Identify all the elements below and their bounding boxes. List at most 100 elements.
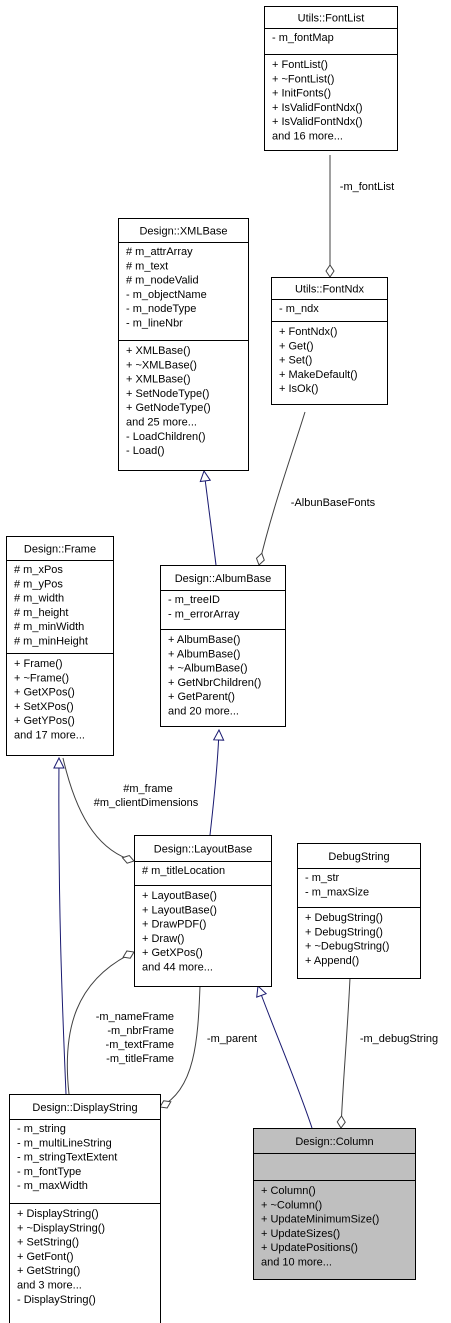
class-fontlist[interactable]: Utils::FontList- m_fontMap+ FontList()+ … (264, 6, 398, 151)
class-method: + FontList() (272, 59, 328, 71)
edge-layoutbase-inherits-frame (59, 758, 67, 1095)
class-method: + SetNodeType() (126, 388, 209, 400)
class-box (6, 536, 114, 756)
class-frame[interactable]: Design::Frame# m_xPos# m_yPos# m_width# … (6, 536, 114, 756)
class-column[interactable]: Design::Column+ Column()+ ~Column()+ Upd… (253, 1128, 416, 1280)
class-method: + Append() (305, 955, 359, 967)
class-attribute: # m_attrArray (126, 246, 193, 258)
class-debugstring[interactable]: DebugString- m_str- m_maxSize+ DebugStri… (297, 843, 421, 979)
edge-label-nbrframe: -m_nbrFrame (107, 1025, 174, 1037)
class-attribute: # m_text (126, 260, 168, 272)
class-method: + FontNdx() (279, 326, 337, 338)
class-method: + LayoutBase() (142, 890, 217, 902)
class-method: + ~Frame() (14, 672, 69, 684)
class-method: + GetFont() (17, 1251, 74, 1263)
class-box (264, 6, 398, 151)
edge-label-textframe: -m_textFrame (106, 1039, 174, 1051)
edge-label-parent: -m_parent (207, 1033, 257, 1045)
edge-fontndx-to-albumbase (255, 411, 306, 566)
class-attribute: - m_str (305, 872, 340, 884)
class-method: and 16 more... (272, 131, 343, 143)
class-xmlbase[interactable]: Design::XMLBase# m_attrArray# m_text# m_… (118, 218, 249, 471)
class-method: + Set() (279, 355, 312, 367)
edge-label-titleframe: -m_titleFrame (106, 1053, 174, 1065)
edge-layoutbase-inherits-albumbase (209, 730, 219, 836)
class-title: Design::XMLBase (139, 226, 227, 238)
class-method: + GetString() (17, 1265, 80, 1277)
class-method: + LayoutBase() (142, 904, 217, 916)
class-box (9, 1094, 161, 1323)
edge-frame-to-layoutbase (62, 757, 135, 864)
edge-labels: -m_fontList -AlbunBaseFonts #m_frame #m_… (94, 181, 438, 1065)
class-attribute: - m_lineNbr (126, 318, 183, 330)
class-attribute: # m_xPos (14, 564, 63, 576)
class-attribute: - m_multiLineString (17, 1137, 112, 1149)
class-method: + ~FontList() (272, 73, 334, 85)
class-title: Design::LayoutBase (154, 844, 252, 856)
class-box (118, 218, 249, 471)
class-title: Design::DisplayString (32, 1102, 137, 1114)
class-attribute: # m_nodeValid (126, 275, 199, 287)
edge-label-fontlist: -m_fontList (340, 181, 394, 193)
class-method: + UpdateMinimumSize() (261, 1214, 379, 1226)
edge-albumbase-inherits-xmlbase (204, 471, 217, 566)
class-method: + GetNodeType() (126, 402, 211, 414)
edge-label-frame: #m_frame (123, 783, 173, 795)
class-albumbase[interactable]: Design::AlbumBase- m_treeID- m_errorArra… (160, 565, 286, 727)
class-displaystring[interactable]: Design::DisplayString- m_string- m_multi… (9, 1094, 161, 1323)
class-method: + SetXPos() (14, 701, 74, 713)
class-attribute: # m_titleLocation (142, 865, 225, 877)
class-title: Utils::FontList (298, 13, 365, 25)
class-method: + IsOk() (279, 383, 318, 395)
class-method: and 3 more... (17, 1280, 82, 1292)
edge-debugstring-to-column (336, 977, 351, 1129)
class-title: Design::Column (295, 1136, 373, 1148)
edge-column-inherits-layoutbase (258, 986, 313, 1129)
edge-displaystring-to-layoutbase (66, 950, 135, 1095)
class-attribute: # m_minWidth (14, 621, 84, 633)
class-method: + Frame() (14, 658, 63, 670)
class-method: + DrawPDF() (142, 919, 206, 931)
class-method: + XMLBase() (126, 374, 191, 386)
class-attribute: - m_nodeType (126, 303, 196, 315)
class-attribute: - m_maxSize (305, 886, 369, 898)
class-method: and 10 more... (261, 1257, 332, 1269)
class-method: + DisplayString() (17, 1208, 99, 1220)
class-attribute: - m_treeID (168, 594, 220, 606)
class-method: and 44 more... (142, 962, 213, 974)
class-attribute: # m_minHeight (14, 636, 88, 648)
class-method: + XMLBase() (126, 345, 191, 357)
class-method: + SetString() (17, 1237, 79, 1249)
class-attribute: # m_height (14, 607, 68, 619)
class-method: + GetYPos() (14, 715, 75, 727)
class-method: + IsValidFontNdx() (272, 116, 363, 128)
class-method: + ~AlbumBase() (168, 663, 247, 675)
edge-layoutbase-to-displaystring (159, 985, 201, 1109)
class-method: + UpdateSizes() (261, 1228, 340, 1240)
class-attribute: - m_ndx (279, 303, 319, 315)
edge-label-nameframe: -m_nameFrame (96, 1011, 174, 1023)
class-title: Utils::FontNdx (295, 284, 365, 296)
class-attribute: - m_maxWidth (17, 1180, 88, 1192)
class-fontndx[interactable]: Utils::FontNdx- m_ndx+ FontNdx()+ Get()+… (271, 277, 388, 405)
class-method: and 25 more... (126, 417, 197, 429)
class-method: + DebugString() (305, 912, 383, 924)
class-title: Design::Frame (24, 544, 96, 556)
class-layoutbase[interactable]: Design::LayoutBase# m_titleLocation+ Lay… (134, 835, 272, 987)
class-method: + GetParent() (168, 691, 235, 703)
class-attribute: - m_fontType (17, 1166, 81, 1178)
class-attribute: # m_yPos (14, 578, 63, 590)
class-method: + MakeDefault() (279, 369, 358, 381)
class-title: Design::AlbumBase (175, 573, 272, 585)
class-method: + UpdatePositions() (261, 1242, 358, 1254)
class-method: + ~DebugString() (305, 941, 389, 953)
class-method: + InitFonts() (272, 88, 331, 100)
edge-label-debugstring: -m_debugString (360, 1033, 438, 1045)
class-method: + Get() (279, 340, 314, 352)
class-method: + Draw() (142, 933, 184, 945)
class-attribute: # m_width (14, 593, 64, 605)
class-attribute: - m_errorArray (168, 608, 240, 620)
edges (59, 155, 351, 1129)
class-box (297, 843, 421, 979)
